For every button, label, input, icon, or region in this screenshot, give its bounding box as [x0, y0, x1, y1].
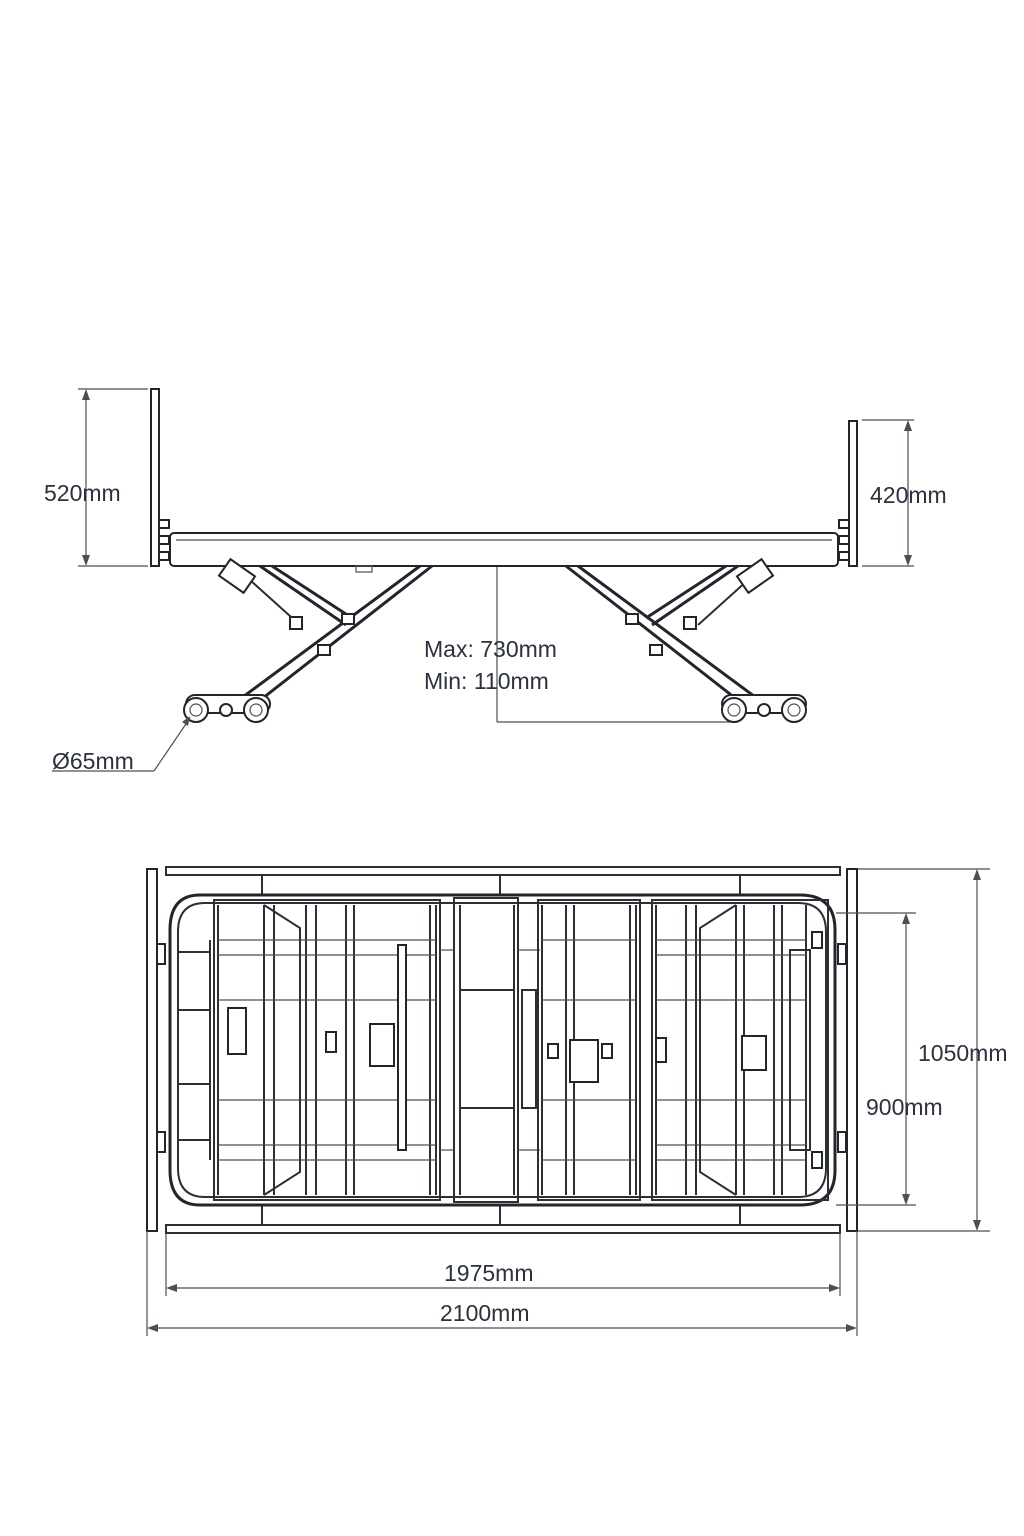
overall-width-label: 1050mm	[918, 1040, 1008, 1066]
headboard	[150, 388, 170, 567]
head-height-dimension	[78, 388, 148, 567]
left-scissor-lift	[217, 557, 433, 714]
section-back	[213, 899, 441, 1201]
wheel-diameter-leader	[52, 716, 191, 772]
height-min-label: Min: 110mm	[424, 668, 549, 694]
right-scissor-lift	[565, 557, 775, 714]
section-seat	[440, 897, 540, 1203]
height-max-label: Max: 730mm	[424, 636, 557, 662]
inner-width-label: 900mm	[866, 1094, 943, 1120]
overall-length-label: 2100mm	[440, 1300, 530, 1326]
overall-length-dimension	[146, 1231, 858, 1336]
section-leg	[651, 899, 829, 1201]
inner-width-dimension	[836, 912, 916, 1206]
foot-height-label: 420mm	[870, 482, 947, 508]
inner-length-label: 1975mm	[444, 1260, 534, 1286]
footboard	[838, 420, 858, 567]
head-height-label: 520mm	[44, 480, 121, 506]
wheel-diameter-label: Ø65mm	[52, 748, 134, 774]
foot-height-dimension	[862, 419, 914, 567]
right-castors	[721, 694, 807, 723]
overall-width-dimension	[858, 868, 990, 1232]
inner-length-dimension	[165, 1233, 841, 1296]
left-castors	[183, 694, 271, 723]
top-view-frame	[168, 893, 837, 1207]
bed-platform	[169, 532, 839, 573]
section-thigh	[537, 899, 641, 1201]
top-view-outline	[146, 866, 858, 1234]
